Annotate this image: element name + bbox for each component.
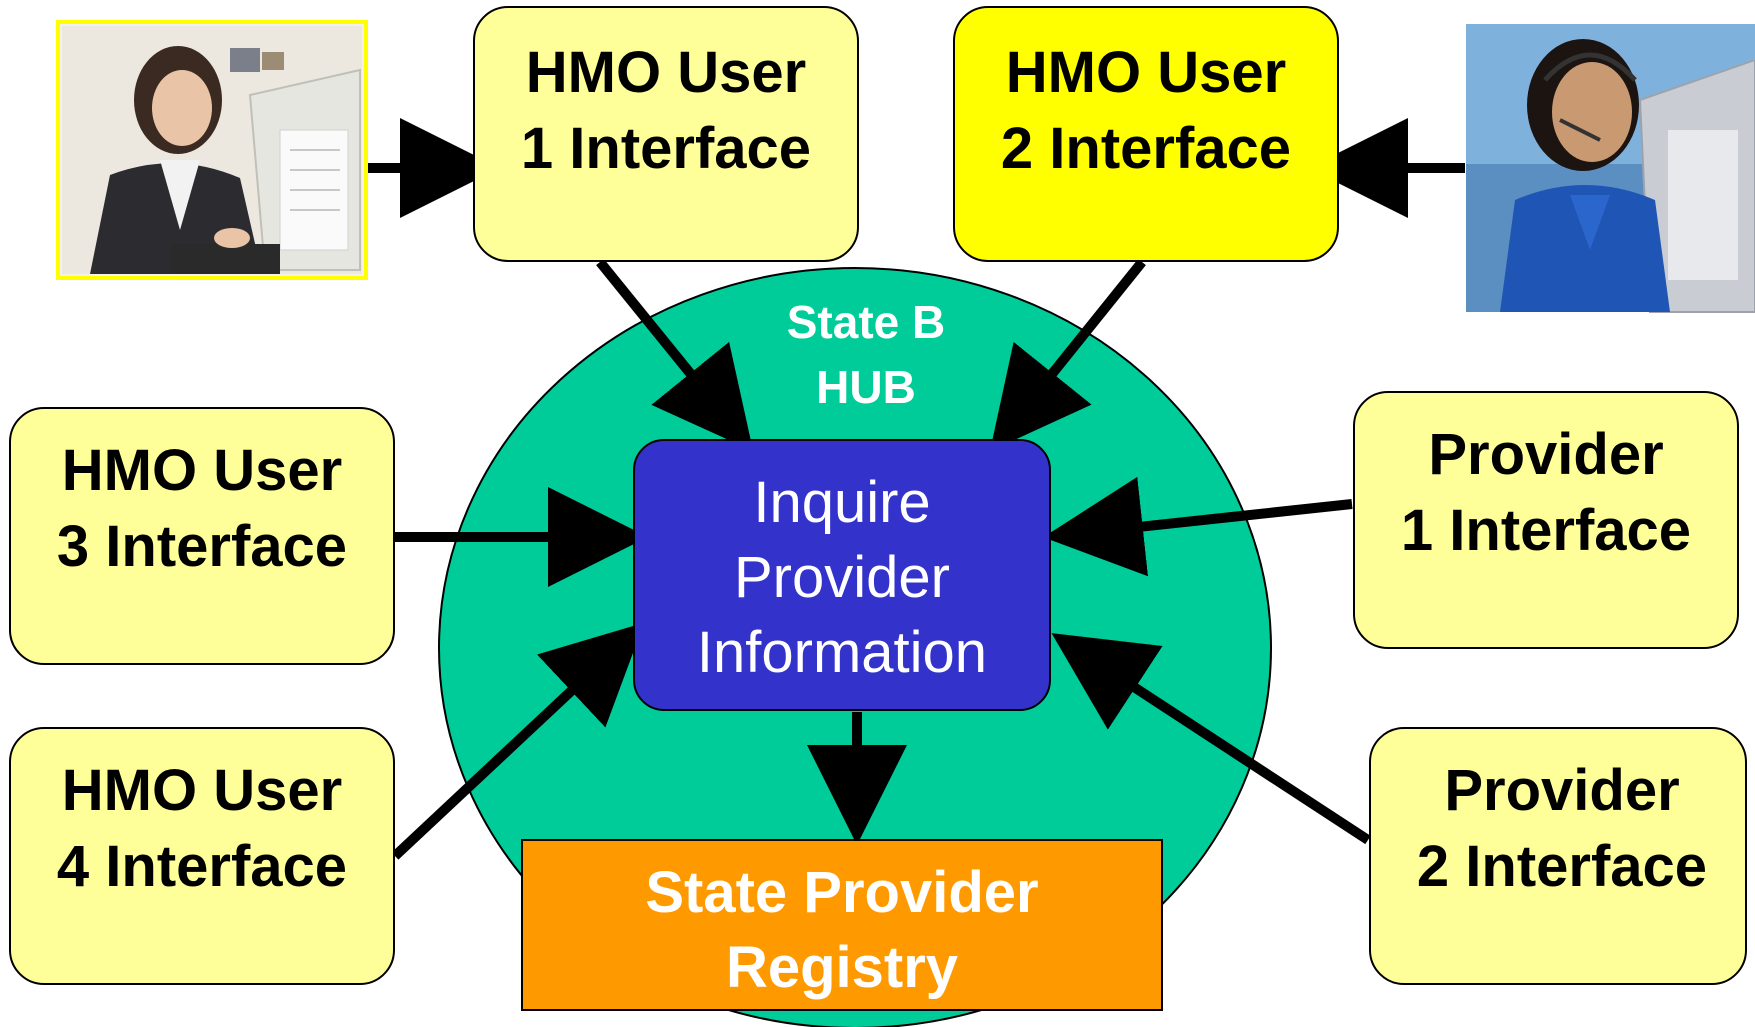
hmo-user-4-line1: HMO User bbox=[62, 758, 342, 823]
provider-2-line2: 2 Interface bbox=[1417, 834, 1707, 899]
hmo-user-2-line2: 2 Interface bbox=[1001, 116, 1291, 181]
registry-box bbox=[521, 839, 1163, 1011]
hmo-user-3-line1: HMO User bbox=[62, 438, 342, 503]
hmo-user-3-box bbox=[9, 407, 395, 665]
hmo-user-2-box bbox=[953, 6, 1339, 262]
hmo-user-4-box bbox=[9, 727, 395, 985]
arrow-hmo4-to-center bbox=[391, 622, 645, 860]
inquire-line2: Provider bbox=[734, 545, 950, 610]
provider-1-interface: Provider 1 Interface bbox=[1353, 391, 1739, 649]
provider-1-line1: Provider bbox=[1428, 422, 1663, 487]
inquire-provider-box bbox=[633, 439, 1051, 711]
arrow-hmo1-to-center bbox=[596, 258, 754, 452]
provider-2-line1: Provider bbox=[1444, 758, 1679, 823]
provider-2-interface: Provider 2 Interface bbox=[1369, 727, 1747, 985]
hmo-user-4-line2: 4 Interface bbox=[57, 834, 347, 899]
hmo-user-3-line2: 3 Interface bbox=[57, 514, 347, 579]
provider-1-line2: 1 Interface bbox=[1401, 498, 1691, 563]
hmo-user-3-interface: HMO User 3 Interface bbox=[9, 407, 395, 665]
inquire-provider-information: Inquire Provider Information bbox=[633, 439, 1051, 711]
state-provider-registry: State Provider Registry bbox=[521, 839, 1163, 1011]
arrow-provider2-to-center bbox=[1051, 633, 1371, 845]
hmo-user-2-interface: HMO User 2 Interface bbox=[953, 6, 1339, 262]
inquire-line1: Inquire bbox=[753, 470, 930, 535]
hub-label-line2: HUB bbox=[816, 361, 916, 413]
arrow-hmo2-to-center bbox=[989, 258, 1146, 452]
hub-label-line1: State B bbox=[787, 296, 945, 348]
arrow-provider1-to-center bbox=[1043, 476, 1353, 577]
hmo-user-4-interface: HMO User 4 Interface bbox=[9, 727, 395, 985]
provider-2-box bbox=[1369, 727, 1747, 985]
call-center-agent-photo bbox=[1466, 24, 1755, 313]
arrows bbox=[368, 118, 1465, 860]
registry-line1: State Provider bbox=[645, 860, 1038, 925]
inquire-line3: Information bbox=[697, 620, 987, 685]
registry-line2: Registry bbox=[726, 935, 958, 1000]
hmo-user-2-line1: HMO User bbox=[1006, 40, 1286, 105]
office-worker-photo bbox=[56, 20, 368, 280]
hmo-user-1-box bbox=[473, 6, 859, 262]
hmo-user-1-line2: 1 Interface bbox=[521, 116, 811, 181]
hmo-user-1-line1: HMO User bbox=[526, 40, 806, 105]
hmo-user-1-interface: HMO User 1 Interface bbox=[473, 6, 859, 262]
provider-1-box bbox=[1353, 391, 1739, 649]
